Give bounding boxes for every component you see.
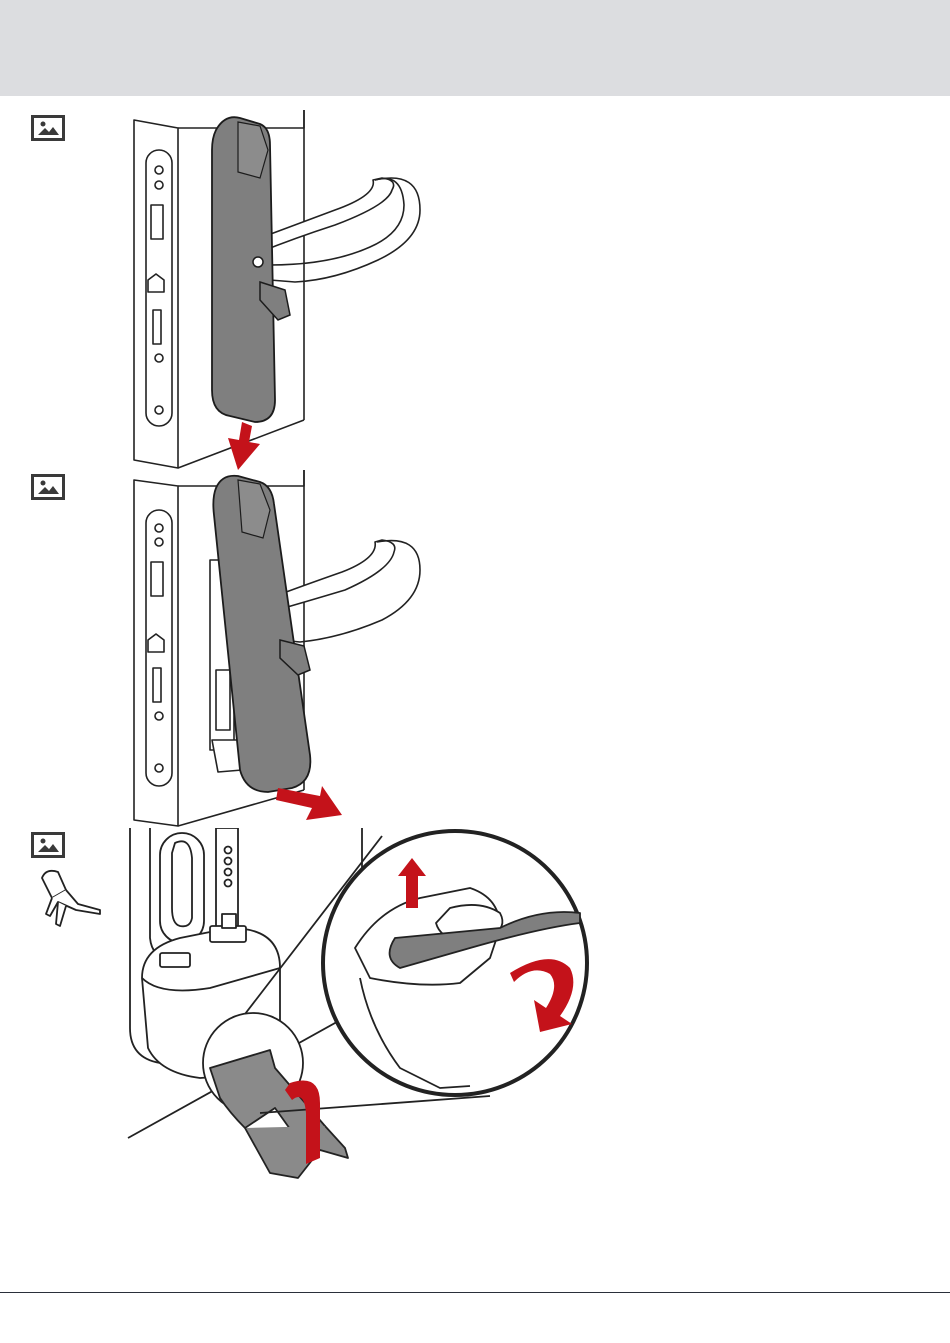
image-icon	[31, 832, 65, 858]
step3-illustration	[120, 828, 600, 1188]
header-band	[0, 0, 950, 96]
image-icon	[31, 474, 65, 500]
footer-rule	[0, 1292, 950, 1293]
step2-illustration	[120, 470, 430, 830]
image-icon	[31, 115, 65, 141]
clip-tool-icon	[36, 866, 106, 928]
step1-illustration	[120, 110, 430, 470]
